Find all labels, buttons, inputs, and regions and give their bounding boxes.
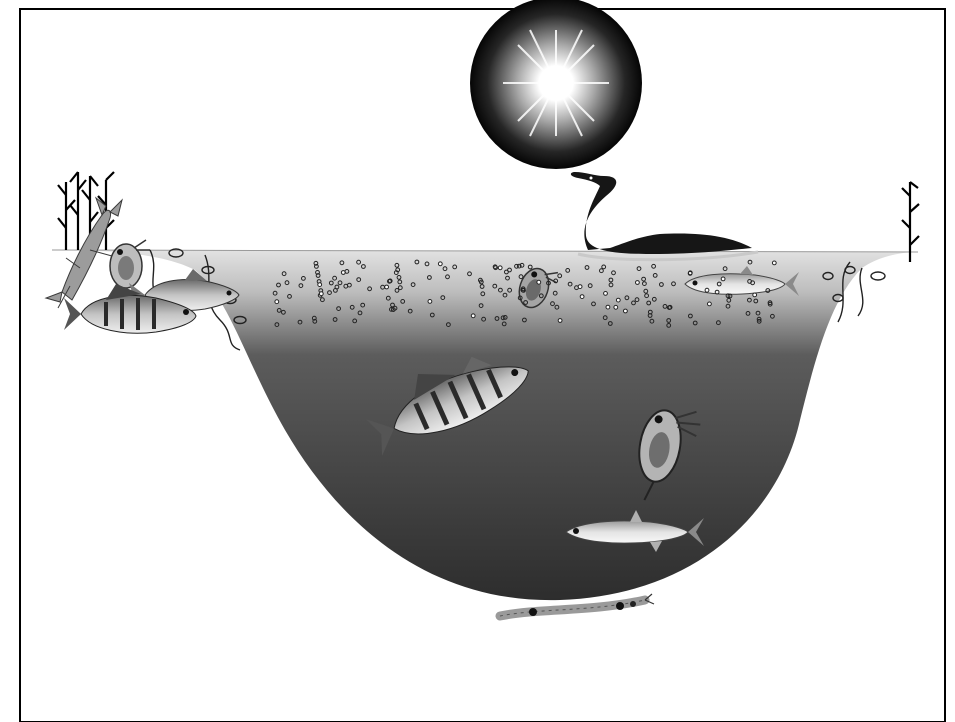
- plankton-dot: [275, 300, 279, 304]
- plankton-dot: [604, 292, 608, 296]
- plankton-dot: [471, 314, 475, 318]
- sun-icon: [470, 0, 642, 169]
- plankton-dot: [708, 302, 712, 306]
- plankton-dot: [753, 293, 757, 297]
- plankton-dot: [558, 319, 562, 323]
- plankton-dot: [705, 288, 709, 292]
- plankton-dot: [614, 305, 618, 309]
- plankton-dot: [606, 305, 610, 309]
- plankton-dot: [537, 280, 541, 284]
- plankton-dot: [580, 295, 584, 299]
- plankton-dot: [438, 262, 442, 266]
- plankton-dot: [772, 261, 776, 265]
- plankton-dot: [624, 309, 628, 313]
- plankton-dot: [616, 298, 620, 302]
- plankton-dot: [318, 283, 322, 287]
- plankton-dot: [385, 285, 389, 289]
- plankton-dot: [636, 281, 640, 285]
- plankton-dot: [319, 292, 323, 296]
- plankton-dot: [498, 266, 502, 270]
- plankton-dot: [428, 300, 432, 304]
- plankton-dot: [578, 285, 582, 289]
- plankton-dot: [721, 277, 725, 281]
